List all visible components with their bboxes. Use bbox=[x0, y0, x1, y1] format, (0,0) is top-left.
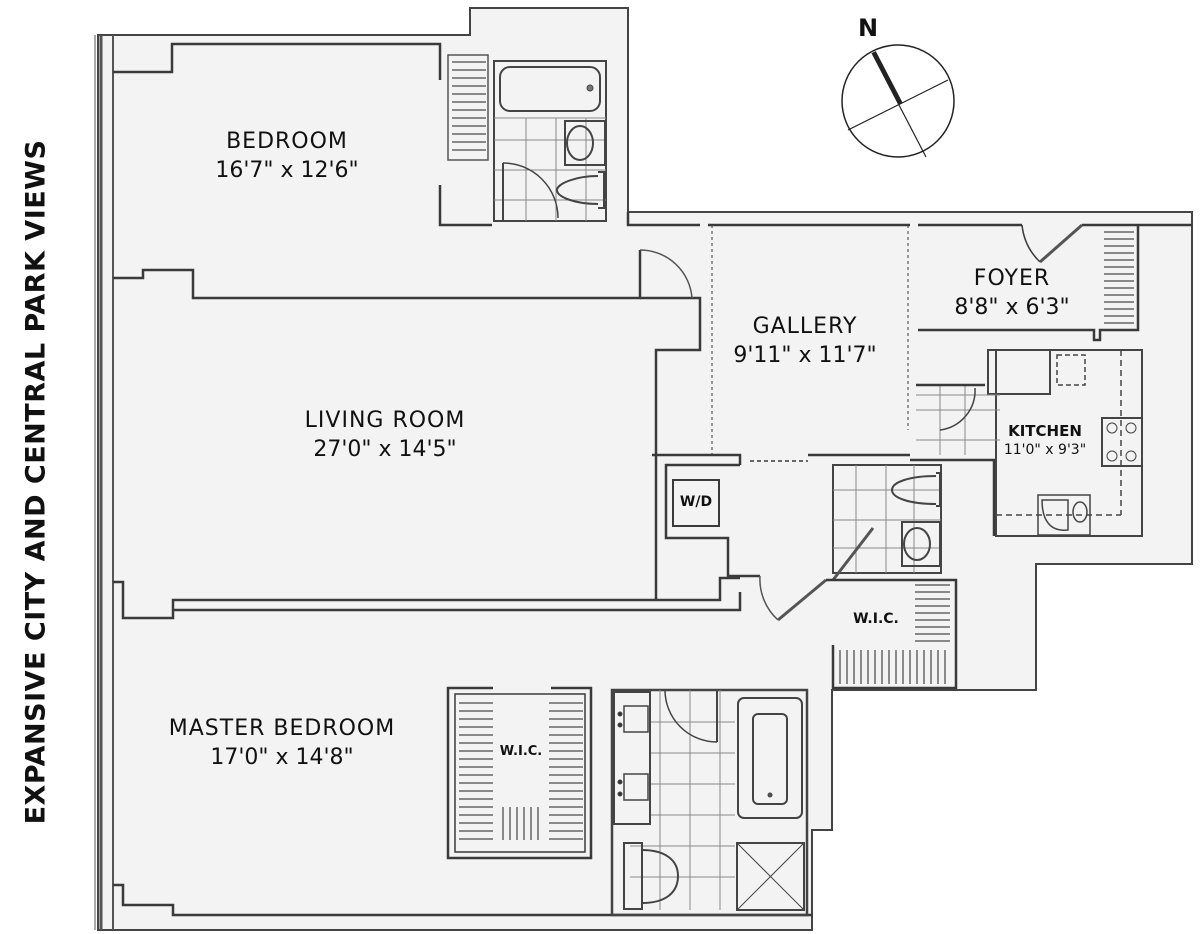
room-dims: 16'7" x 12'6" bbox=[215, 158, 359, 183]
gallery-walls bbox=[652, 223, 910, 465]
master-bathroom bbox=[610, 688, 809, 917]
room-name: LIVING ROOM bbox=[304, 408, 466, 433]
window-wall bbox=[94, 35, 114, 930]
powder-room bbox=[831, 464, 942, 581]
north-compass-icon bbox=[841, 44, 955, 158]
room-label-master-bedroom: MASTER BEDROOM 17'0" x 14'8" bbox=[169, 715, 395, 773]
room-label-foyer: FOYER 8'8" x 6'3" bbox=[954, 265, 1069, 323]
master-walk-in-closet bbox=[446, 686, 593, 860]
room-name: KITCHEN bbox=[1008, 422, 1082, 440]
side-title: EXPANSIVE CITY AND CENTRAL PARK VIEWS bbox=[20, 139, 52, 825]
room-dims: 11'0" x 9'3" bbox=[1003, 442, 1087, 458]
bedroom-bathroom bbox=[493, 60, 607, 222]
hall-wic-label: W.I.C. bbox=[853, 611, 899, 627]
room-name: MASTER BEDROOM bbox=[168, 716, 396, 741]
living-door-swing bbox=[639, 249, 693, 299]
compass-north-label: N bbox=[858, 14, 879, 42]
master-wic-label: W.I.C. bbox=[499, 744, 543, 759]
room-label-living-room: LIVING ROOM 27'0" x 14'5" bbox=[305, 407, 466, 465]
room-name: BEDROOM bbox=[226, 129, 348, 154]
wd-closet bbox=[664, 463, 760, 578]
room-label-gallery: GALLERY 9'11" x 11'7" bbox=[733, 313, 876, 371]
room-dims: 27'0" x 14'5" bbox=[313, 437, 457, 462]
room-dims: 17'0" x 14'8" bbox=[210, 745, 354, 770]
room-label-kitchen: KITCHEN 11'0" x 9'3" bbox=[1001, 422, 1089, 459]
room-name: FOYER bbox=[973, 266, 1051, 291]
room-dims: 9'11" x 11'7" bbox=[733, 343, 877, 368]
hall-door bbox=[777, 578, 827, 622]
master-bedroom-walls bbox=[113, 592, 812, 917]
room-name: GALLERY bbox=[752, 314, 858, 339]
room-label-bedroom: BEDROOM 16'7" x 12'6" bbox=[215, 128, 358, 186]
kitchen bbox=[910, 349, 1143, 537]
hall-door-swing bbox=[759, 575, 779, 621]
bedroom-closet bbox=[447, 54, 489, 161]
washer-dryer-label: W/D bbox=[679, 494, 713, 510]
hall-walk-in-closet bbox=[826, 578, 958, 690]
apartment-outline bbox=[97, 7, 1193, 931]
foyer-walls bbox=[918, 223, 1192, 342]
room-dims: 8'8" x 6'3" bbox=[954, 295, 1070, 320]
